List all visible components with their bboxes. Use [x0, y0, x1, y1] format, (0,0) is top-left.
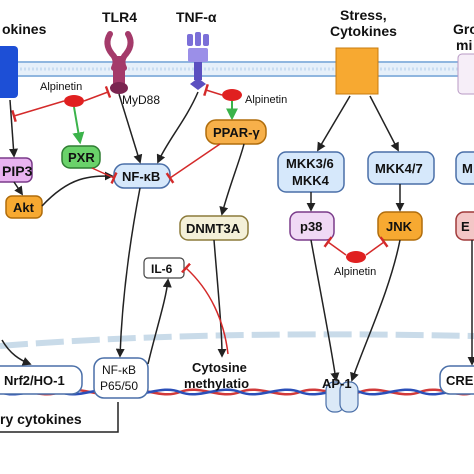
inhibition-lines	[91, 143, 229, 355]
ppar-gamma-label: PPAR-γ	[213, 125, 260, 140]
cytokine-receptor	[0, 46, 18, 98]
myd88-label: MyD88	[122, 93, 160, 107]
cell-membrane	[0, 61, 474, 77]
mkk36-label-line1: MKK3/6	[286, 156, 334, 171]
alpinetin-bottom-label: Alpinetin	[334, 266, 376, 278]
nfkb-nuclear-label-line2: P65/50	[100, 379, 138, 393]
nfkb-nuclear-node	[93, 357, 149, 399]
mkk47-node	[367, 151, 435, 185]
inflammatory-bracket	[0, 402, 119, 433]
cytosine-methylation-line2: methylatio	[184, 376, 249, 391]
alpinetin-left-label: Alpinetin	[40, 81, 82, 93]
nfkb-label: NF-κB	[122, 169, 160, 184]
growth-label-line2: mi	[456, 37, 472, 53]
p38-label: p38	[300, 219, 322, 234]
stress-receptor-box	[335, 47, 379, 95]
nrf2-label: Nrf2/HO-1	[4, 373, 65, 388]
e-partial-label: E	[461, 219, 470, 234]
inflammatory-cytokines-label: ry cytokines	[0, 411, 82, 427]
akt-label: Akt	[13, 200, 35, 215]
jnk-label: JNK	[386, 219, 413, 234]
ap1-label: AP-1	[322, 376, 352, 391]
nrf2-node	[0, 365, 83, 395]
alpinetin-left-oval	[64, 95, 84, 107]
tlr4-label: TLR4	[102, 9, 137, 25]
cytokines-label: okines	[2, 21, 47, 37]
akt-node	[5, 195, 43, 219]
pip3-label: PIP3	[2, 163, 33, 179]
pxr-node	[61, 145, 101, 169]
il6-label: IL-6	[151, 262, 173, 276]
ppar-gamma-node	[205, 119, 267, 145]
dnmt3a-label: DNMT3A	[186, 221, 241, 236]
growth-label-line1: Gro	[453, 21, 474, 37]
growth-receptor-box	[457, 53, 474, 95]
ap1-node	[325, 381, 359, 413]
cre-partial-label: CRE	[446, 373, 474, 388]
cytosine-methylation-line1: Cytosine	[192, 360, 247, 375]
nuclear-membrane	[0, 331, 474, 349]
pip3-node	[0, 157, 33, 183]
m-partial-node	[455, 151, 474, 185]
m-partial-label: M	[462, 161, 473, 176]
pxr-label: PXR	[68, 150, 95, 165]
alpinetin-right-label: Alpinetin	[245, 94, 287, 106]
stress-label-line2: Cytokines	[330, 23, 397, 39]
alpinetin-bottom-oval	[346, 251, 366, 263]
p38-node	[289, 211, 335, 241]
tnf-receptor	[187, 32, 209, 90]
nfkb-nuclear-label-line1: NF-κB	[102, 363, 136, 377]
tnf-alpha-label: TNF-α	[176, 9, 217, 25]
cre-partial-node	[439, 365, 474, 395]
mkk47-label: MKK4/7	[375, 161, 423, 176]
alpinetin-right-oval	[222, 89, 242, 101]
activation-arrows	[1, 91, 474, 382]
tlr4-receptor	[104, 31, 134, 94]
mkk36-label-line2: MKK4	[292, 173, 330, 188]
e-partial-node	[455, 211, 474, 241]
stress-label-line1: Stress,	[340, 7, 387, 23]
